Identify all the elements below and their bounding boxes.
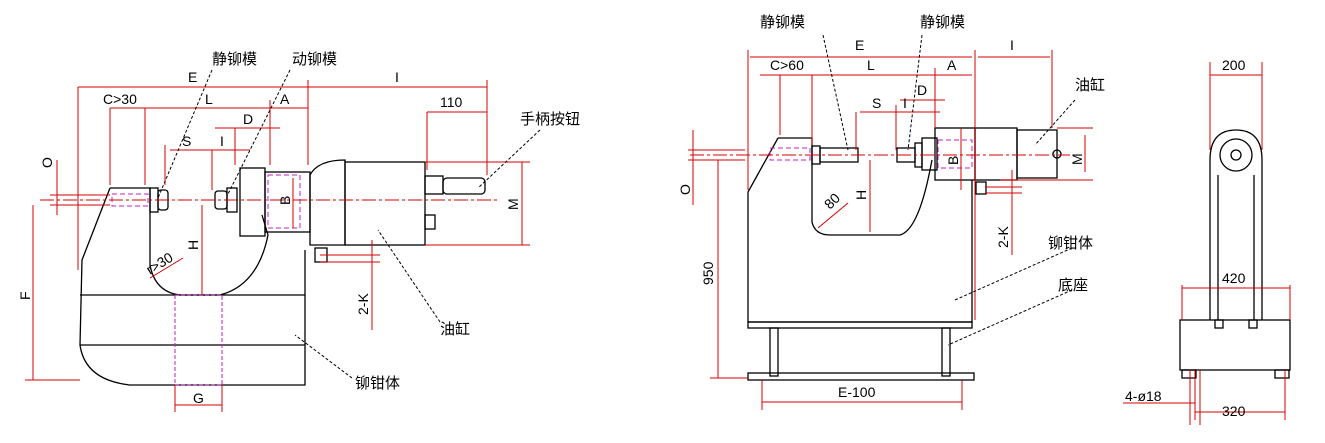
left-leaders: 静铆模 动铆模 手柄按钮 油缸 铆钳体 bbox=[157, 50, 580, 392]
middle-dimensions: E C>60 L A I S I D O 950 H 80 B M 2-K E-… bbox=[677, 37, 1093, 410]
dim-A: A bbox=[947, 57, 957, 73]
dim-H: H bbox=[185, 240, 201, 250]
dim-110: 110 bbox=[440, 94, 463, 110]
side-body bbox=[1179, 129, 1291, 379]
label-clamp-body: 铆钳体 bbox=[1048, 234, 1093, 252]
left-view: E C>30 L A I 110 S I D O F H B M 2-K r>3… bbox=[17, 50, 580, 412]
dim-M: M bbox=[1069, 153, 1085, 165]
dim-B: B bbox=[277, 196, 293, 205]
dim-H: H bbox=[853, 190, 869, 200]
left-cylinder bbox=[239, 159, 486, 263]
middle-clamp-body bbox=[747, 137, 975, 381]
label-static-die-2: 静铆模 bbox=[920, 13, 965, 31]
left-dimensions: E C>30 L A I 110 S I D O F H B M 2-K r>3… bbox=[17, 69, 530, 412]
dim-I2: I bbox=[903, 95, 907, 111]
dim-L: L bbox=[867, 57, 875, 73]
label-cylinder: 油缸 bbox=[440, 320, 470, 338]
dim-M: M bbox=[505, 198, 521, 210]
dim-O: O bbox=[39, 157, 55, 168]
dim-holes: 4-ø18 bbox=[1125, 388, 1162, 404]
dim-F: F bbox=[17, 291, 33, 300]
dim-I2: I bbox=[220, 133, 224, 149]
dim-C: C>30 bbox=[103, 91, 137, 107]
middle-cylinder bbox=[921, 127, 1062, 195]
dim-S: S bbox=[872, 95, 881, 111]
dim-S: S bbox=[182, 133, 191, 149]
dim-E: E bbox=[188, 69, 197, 85]
dim-I: I bbox=[395, 69, 399, 85]
dim-E: E bbox=[855, 37, 864, 53]
left-clamp-body bbox=[79, 187, 306, 386]
side-dimensions: 200 420 320 4-ø18 bbox=[1123, 57, 1291, 425]
label-moving-die: 动铆模 bbox=[292, 50, 337, 68]
label-static-die: 静铆模 bbox=[212, 50, 257, 68]
dim-I: I bbox=[1010, 37, 1014, 53]
middle-view: E C>60 L A I S I D O 950 H 80 B M 2-K E-… bbox=[677, 13, 1105, 410]
dim-950: 950 bbox=[700, 261, 716, 285]
middle-leaders: 静铆模 静铆模 油缸 铆钳体 底座 bbox=[760, 13, 1105, 346]
label-handle-button: 手柄按钮 bbox=[520, 110, 580, 128]
dim-G: G bbox=[193, 390, 204, 406]
dim-R: r>30 bbox=[143, 249, 176, 278]
label-cylinder: 油缸 bbox=[1075, 76, 1105, 94]
label-clamp-body: 铆钳体 bbox=[355, 374, 400, 392]
dim-320: 320 bbox=[1222, 403, 1246, 419]
side-view: 200 420 320 4-ø18 bbox=[1123, 57, 1291, 425]
dim-2K: 2-K bbox=[355, 293, 371, 315]
dim-200: 200 bbox=[1222, 57, 1246, 73]
dim-C: C>60 bbox=[770, 57, 804, 73]
dim-D: D bbox=[243, 111, 253, 127]
dim-O: O bbox=[677, 184, 693, 195]
dim-R80: 80 bbox=[821, 190, 843, 212]
label-base: 底座 bbox=[1058, 276, 1088, 294]
dim-420: 420 bbox=[1222, 270, 1246, 286]
dim-A: A bbox=[280, 91, 290, 107]
dim-E100: E-100 bbox=[838, 384, 876, 400]
dim-L: L bbox=[205, 91, 213, 107]
dim-D: D bbox=[917, 82, 927, 98]
dim-2K: 2-K bbox=[995, 226, 1011, 248]
label-static-die-1: 静铆模 bbox=[760, 13, 805, 31]
dim-B: B bbox=[945, 156, 961, 165]
